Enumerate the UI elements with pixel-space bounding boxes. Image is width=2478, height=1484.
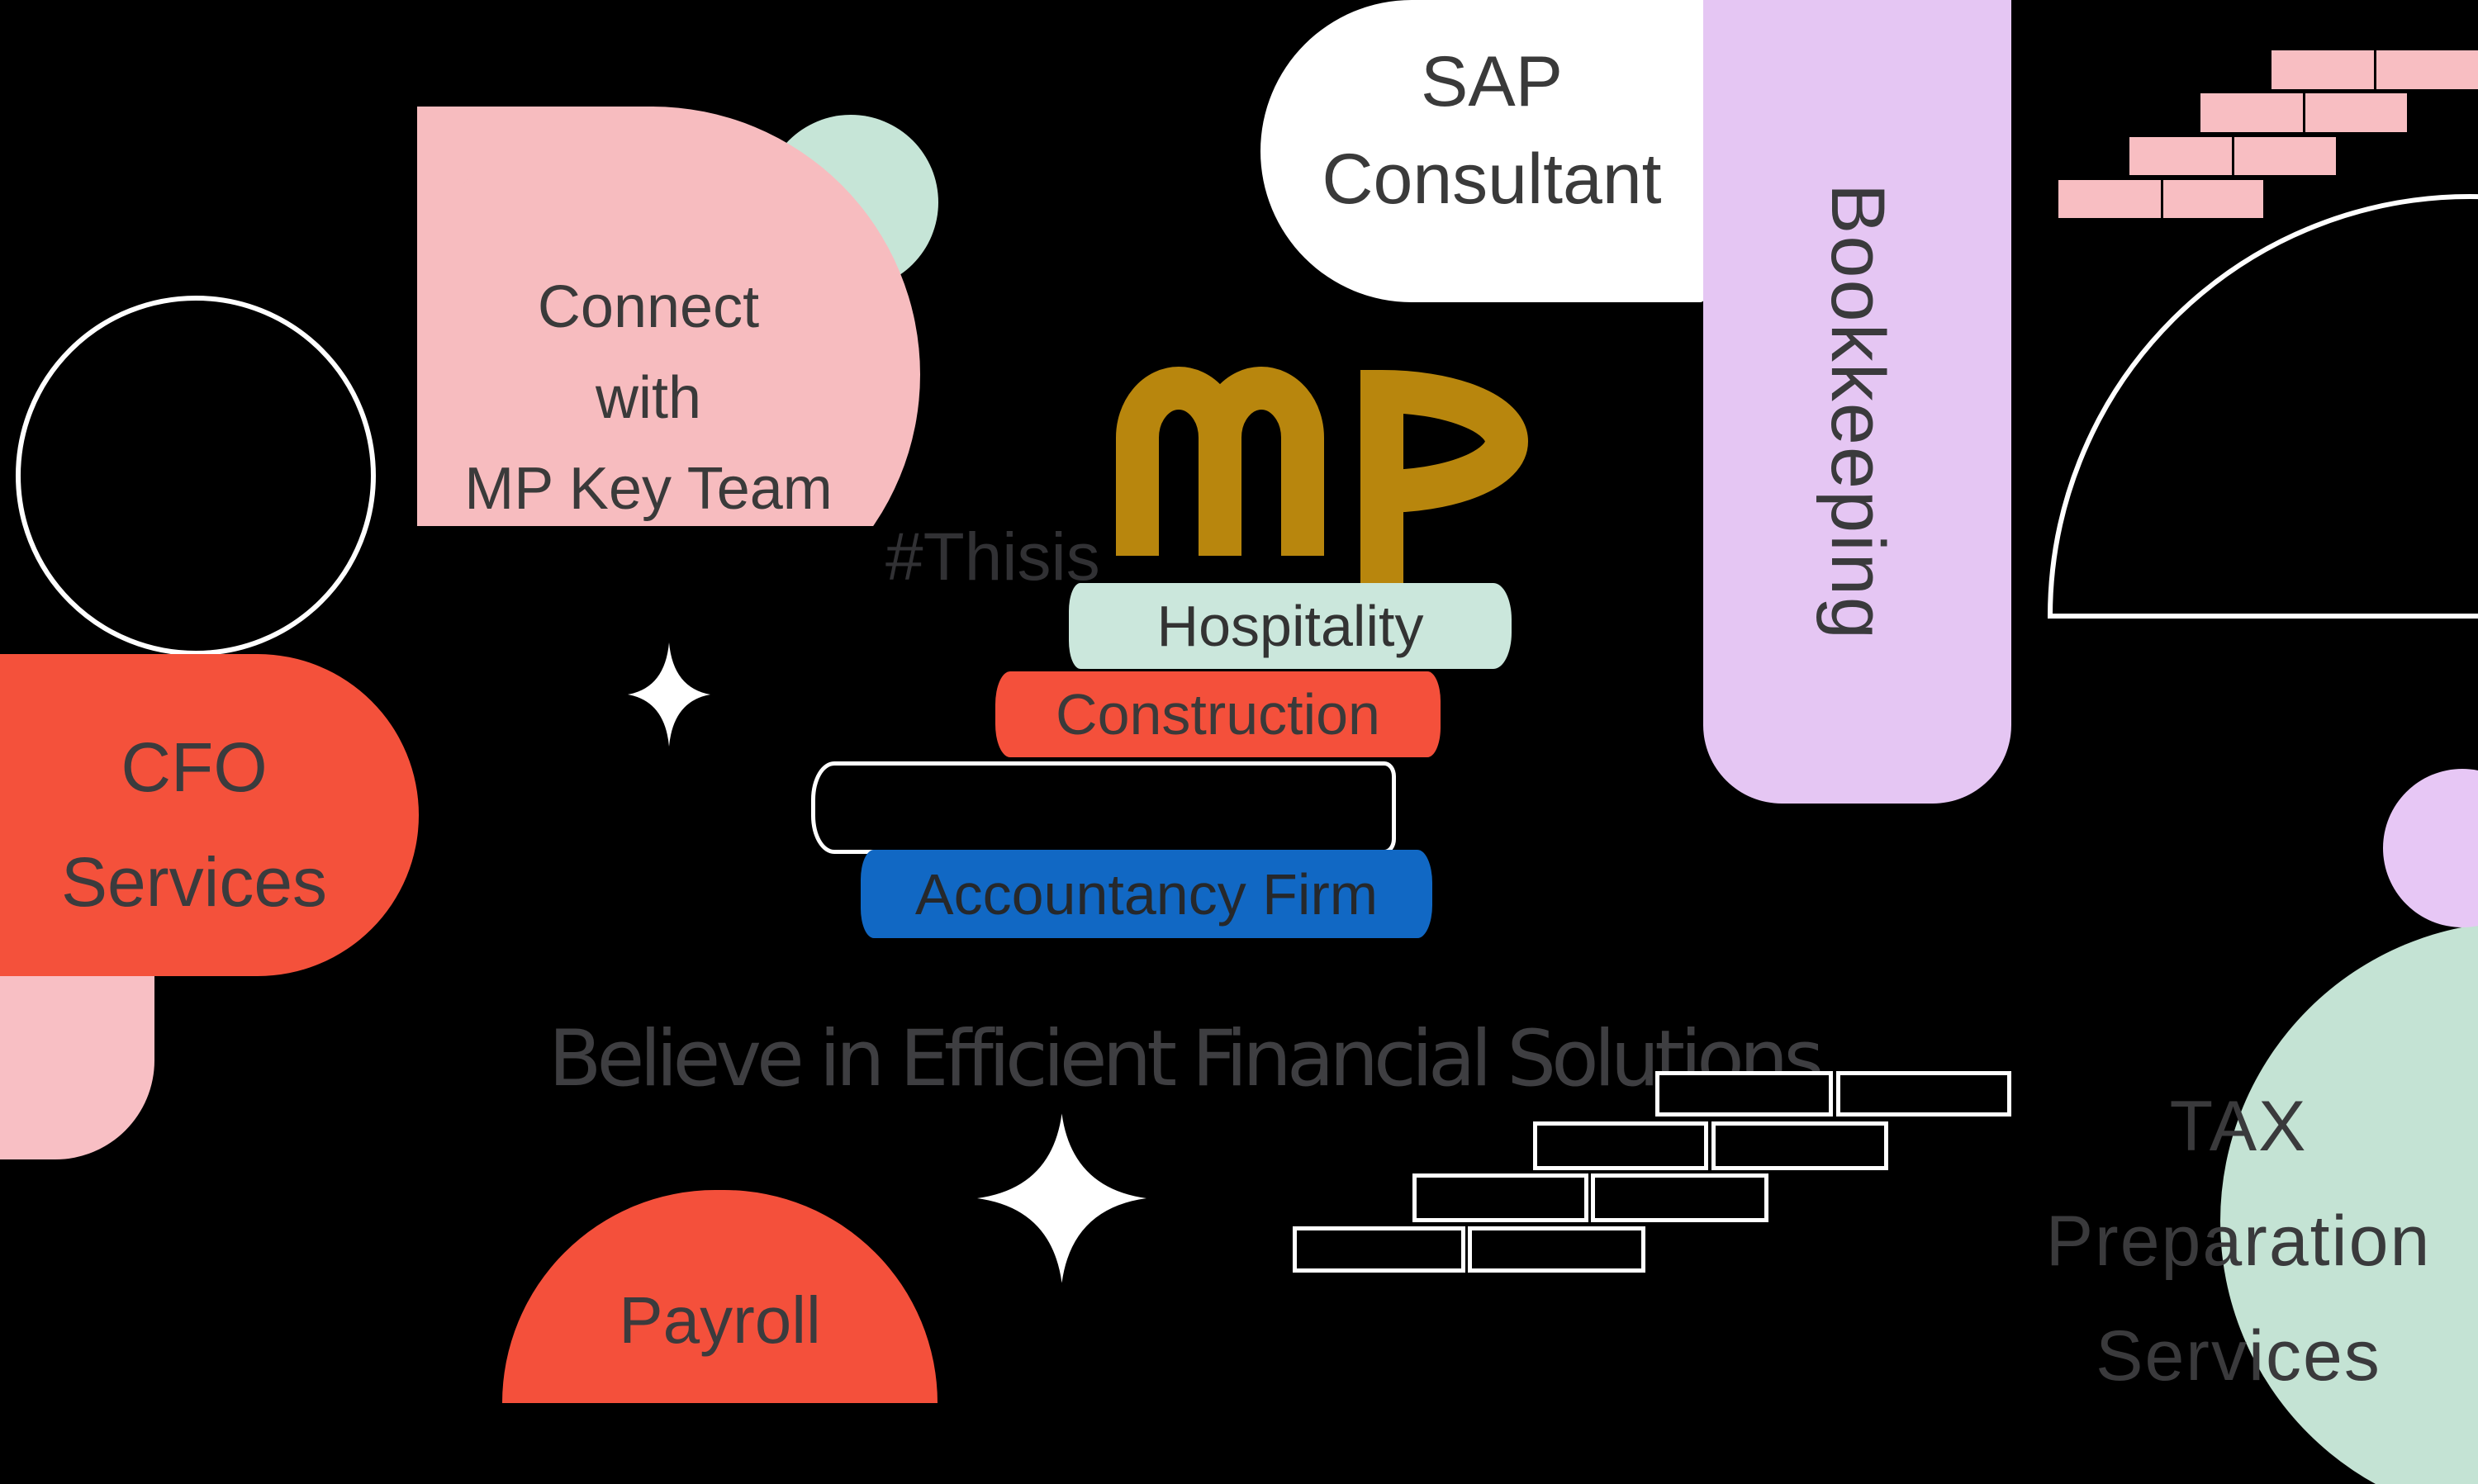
connect-line-1: Connect (537, 274, 760, 340)
pink-brick (2272, 50, 2374, 89)
pink-brick (2129, 137, 2232, 175)
semicircle-outline-decoration (2047, 194, 2478, 619)
pink-brick (2234, 137, 2336, 175)
tagline-text: Believe in Efficient Financial Solutions (548, 1014, 1824, 1104)
sparkle-icon (977, 1113, 1146, 1283)
tax-line-1: TAX (2169, 1087, 2308, 1166)
circle-outline-decoration (16, 296, 376, 656)
payroll-label: Payroll (619, 1283, 821, 1357)
cfo-line-1: CFO (121, 728, 268, 806)
book-construction: Construction (995, 671, 1441, 757)
mp-logo (1116, 367, 1528, 586)
book-accountancy: Accountancy Firm (861, 850, 1432, 938)
pink-corner-shape (0, 976, 154, 1159)
connect-line-2: with (595, 365, 702, 431)
bookkeeping-label: Bookkeeping (1816, 183, 1900, 641)
white-brick (1293, 1226, 1465, 1273)
white-brick (1533, 1121, 1708, 1170)
sparkle-icon (628, 642, 710, 747)
pink-brick (2058, 180, 2161, 218)
bookkeeping-badge (1703, 0, 2011, 804)
cfo-badge-text: CFO Services (8, 710, 380, 940)
book-construction-label: Construction (1056, 682, 1380, 747)
white-brick (1412, 1173, 1588, 1222)
tax-badge-text: TAX Preparation Services (2024, 1069, 2453, 1414)
white-brick (1836, 1071, 2011, 1117)
book-blank (811, 761, 1396, 854)
white-brick (1711, 1121, 1888, 1170)
book-hospitality: Hospitality (1069, 583, 1512, 669)
book-hospitality-label: Hospitality (1156, 594, 1424, 658)
connect-line-3: MP Key Team (464, 456, 833, 522)
connect-badge-text: Connect with MP Key Team (417, 262, 880, 526)
cfo-badge (0, 654, 419, 976)
pink-brick (2200, 93, 2303, 132)
white-brick (1655, 1071, 1833, 1117)
tax-line-3: Services (2096, 1316, 2381, 1396)
connect-badge: Connect with MP Key Team (417, 107, 921, 526)
hashtag-label: #Thisis (885, 519, 1100, 595)
cfo-line-2: Services (60, 843, 328, 921)
white-brick (1591, 1173, 1768, 1222)
sap-line-1: SAP (1420, 42, 1564, 121)
pink-brick (2163, 180, 2263, 218)
tax-line-2: Preparation (2045, 1202, 2432, 1281)
pink-brick (2376, 50, 2478, 89)
white-brick (1468, 1226, 1645, 1273)
sap-badge-text: SAP Consultant (1260, 33, 1723, 228)
sap-line-2: Consultant (1322, 140, 1662, 219)
pink-brick (2305, 93, 2407, 132)
book-accountancy-label: Accountancy Firm (914, 861, 1379, 927)
sap-badge (1260, 0, 1705, 302)
lavender-circle-decoration (2383, 769, 2478, 927)
